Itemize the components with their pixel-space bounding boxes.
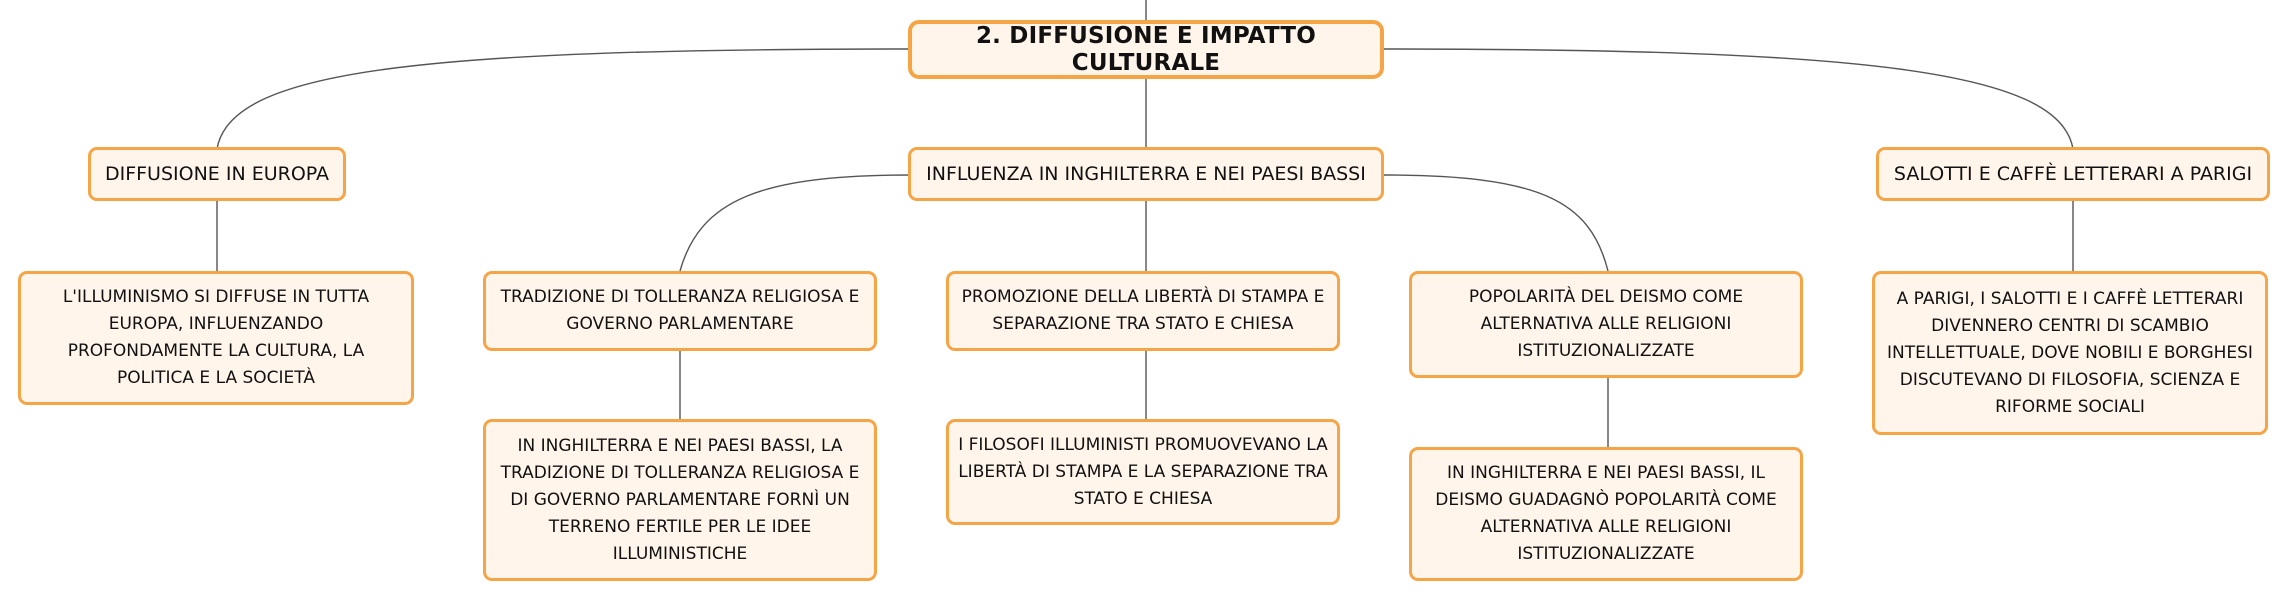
detail-tolleranza-religiosa[interactable]: IN INGHILTERRA E NEI PAESI BASSI, LA TRA… <box>483 419 877 581</box>
root-topic-node[interactable]: 2. DIFFUSIONE E IMPATTO CULTURALE <box>908 20 1384 79</box>
subtopic-label: TRADIZIONE DI TOLLERANZA RELIGIOSA E GOV… <box>500 287 860 334</box>
subtopic-label: L'ILLUMINISMO SI DIFFUSE IN TUTTA EUROPA… <box>62 287 370 388</box>
topic-salotti-caffe-parigi[interactable]: SALOTTI E CAFFÈ LETTERARI A PARIGI <box>1876 147 2270 201</box>
subtopic-salotti-parigi-detail[interactable]: A PARIGI, I SALOTTI E I CAFFÈ LETTERARI … <box>1872 271 2268 435</box>
subtopic-tolleranza-religiosa[interactable]: TRADIZIONE DI TOLLERANZA RELIGIOSA E GOV… <box>483 271 877 351</box>
subtopic-label: A PARIGI, I SALOTTI E I CAFFÈ LETTERARI … <box>1887 288 2253 417</box>
detail-liberta-di-stampa[interactable]: I FILOSOFI ILLUMINISTI PROMUOVEVANO LA L… <box>946 419 1340 525</box>
connector-root-to-diffusione <box>216 48 909 150</box>
subtopic-popolarita-deismo[interactable]: POPOLARITÀ DEL DEISMO COME ALTERNATIVA A… <box>1409 271 1803 378</box>
subtopic-liberta-di-stampa[interactable]: PROMOZIONE DELLA LIBERTÀ DI STAMPA E SEP… <box>946 271 1340 351</box>
subtopic-label: POPOLARITÀ DEL DEISMO COME ALTERNATIVA A… <box>1468 287 1744 361</box>
detail-popolarita-deismo[interactable]: IN INGHILTERRA E NEI PAESI BASSI, IL DEI… <box>1409 447 1803 581</box>
topic-label: INFLUENZA IN INGHILTERRA E NEI PAESI BAS… <box>926 162 1366 185</box>
topic-label: SALOTTI E CAFFÈ LETTERARI A PARIGI <box>1893 162 2253 185</box>
connector-root-to-salotti <box>1383 48 2074 150</box>
subtopic-illuminismo-diffusione[interactable]: L'ILLUMINISMO SI DIFFUSE IN TUTTA EUROPA… <box>18 271 414 405</box>
detail-label: IN INGHILTERRA E NEI PAESI BASSI, LA TRA… <box>500 435 860 564</box>
topic-label: DIFFUSIONE IN EUROPA <box>104 162 330 185</box>
detail-label: I FILOSOFI ILLUMINISTI PROMUOVEVANO LA L… <box>958 434 1328 509</box>
topic-influenza-inghilterra-paesi-bassi[interactable]: INFLUENZA IN INGHILTERRA E NEI PAESI BAS… <box>908 147 1384 201</box>
detail-label: IN INGHILTERRA E NEI PAESI BASSI, IL DEI… <box>1435 463 1777 564</box>
subtopic-label: PROMOZIONE DELLA LIBERTÀ DI STAMPA E SEP… <box>961 287 1325 334</box>
root-topic-label: 2. DIFFUSIONE E IMPATTO CULTURALE <box>975 22 1317 76</box>
connector-influenza-to-deismo <box>1381 174 1609 272</box>
topic-diffusione-in-europa[interactable]: DIFFUSIONE IN EUROPA <box>88 147 346 201</box>
connector-influenza-to-tolleranza <box>679 174 911 272</box>
